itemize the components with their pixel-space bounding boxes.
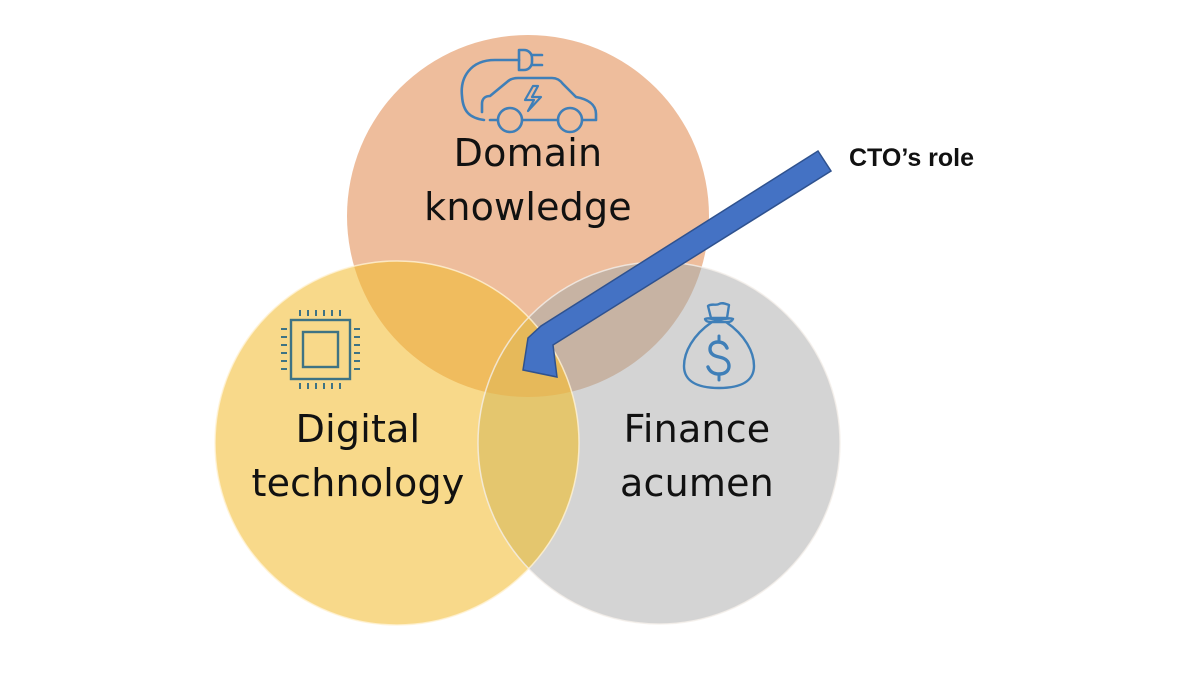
digital-circle-outline	[214, 260, 580, 626]
finance-label-line1: Finance	[623, 407, 771, 451]
finance-label-line2: acumen	[620, 461, 774, 505]
digital-label-line2: technology	[251, 461, 465, 505]
microchip-icon	[281, 310, 360, 389]
cto-role-callout: CTO’s role	[849, 144, 975, 172]
domain-knowledge-label: Domain knowledge	[398, 126, 658, 234]
domain-label-line1: Domain	[453, 131, 603, 175]
money-bag-icon	[682, 301, 756, 390]
domain-label-line2: knowledge	[424, 185, 632, 229]
cto-role-arrow	[522, 149, 833, 378]
digital-technology-label: Digital technology	[228, 402, 488, 510]
digital-label-line1: Digital	[295, 407, 421, 451]
domain-finance-overlap	[478, 262, 709, 397]
domain-digital-overlap	[347, 261, 579, 397]
finance-acumen-label: Finance acumen	[567, 402, 827, 510]
electric-car-icon	[460, 48, 598, 134]
